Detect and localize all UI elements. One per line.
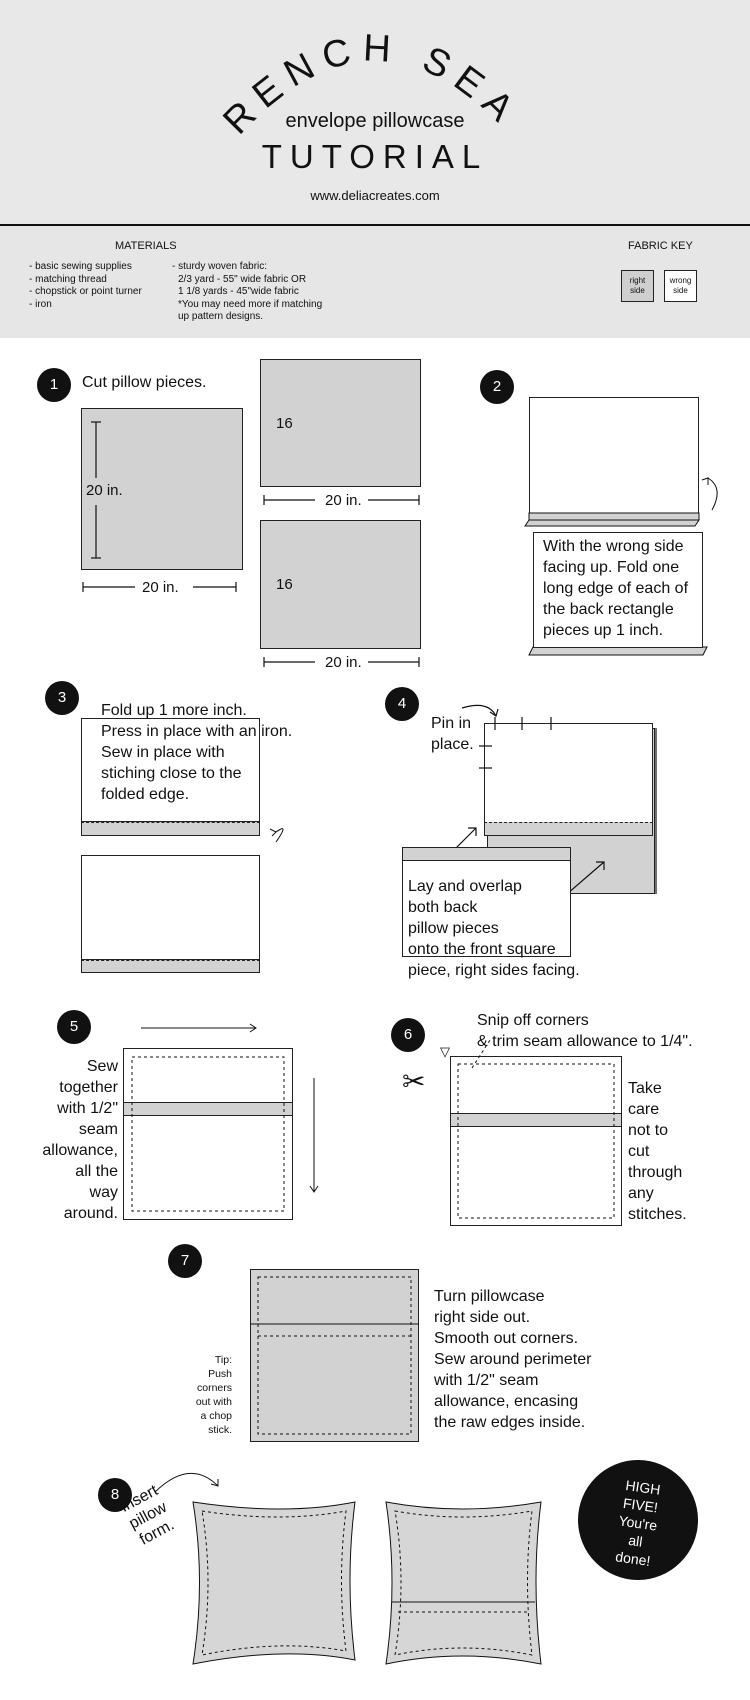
step1-text: Cut pillow pieces.	[82, 374, 207, 391]
step2-fold-strips	[524, 477, 718, 656]
title-main: TUTORIAL	[261, 138, 489, 175]
materials-heading: MATERIALS	[115, 240, 177, 252]
small1-height-label: 16	[276, 415, 293, 432]
step3-hem-bottom	[81, 960, 260, 973]
step7-stitching	[250, 1276, 419, 1435]
step2-text-box	[533, 532, 703, 648]
step5-pillow	[123, 1048, 293, 1220]
step7-tip: Tip: Push corners out with a chop stick.	[195, 1354, 232, 1436]
step1-badge: 1	[37, 368, 71, 402]
step6-badge: 6	[391, 1018, 425, 1052]
step2-badge: 2	[480, 370, 514, 404]
step8-badge: 8	[98, 1478, 132, 1512]
step4-badge: 4	[385, 687, 419, 721]
step6-stitching	[457, 1039, 615, 1219]
step3-rect-top	[81, 718, 260, 822]
step2-rect-top	[529, 397, 699, 520]
step6-side-text: Take care not to cut through any stitche…	[628, 1080, 687, 1223]
subtitle: envelope pillowcase	[285, 110, 465, 132]
step3-badge: 3	[45, 681, 79, 715]
step4-back-piece-bottom	[402, 860, 571, 957]
header-divider	[0, 224, 750, 226]
step6-top-text: Snip off corners & trim seam allowance t…	[477, 1012, 693, 1050]
snip-corner-icon: ▽	[440, 1044, 450, 1059]
front-square-piece	[81, 408, 243, 570]
title-arc: FRENCH SEAM	[0, 0, 518, 143]
header: FRENCH SEAM envelope pillowcase TUTORIAL…	[0, 0, 750, 224]
step7-text: Turn pillowcase right side out. Smooth o…	[434, 1288, 592, 1431]
high-five-badge: HIGH FIVE! You're all done!	[578, 1460, 698, 1580]
back-rect-piece-1	[260, 359, 421, 487]
fabric-key-heading: FABRIC KEY	[628, 240, 693, 252]
big-width-label: 20 in.	[142, 579, 179, 596]
scissors-icon: ✂	[402, 1066, 426, 1097]
materials-col1: - basic sewing supplies - matching threa…	[29, 261, 142, 310]
small2-height-label: 16	[276, 576, 293, 593]
step2-text: With the wrong side facing up. Fold one …	[543, 538, 689, 639]
materials-col2: - sturdy woven fabric: 2/3 yard - 55" wi…	[172, 261, 323, 322]
step3-arrow	[269, 828, 284, 843]
step5-overlap-strip	[123, 1102, 293, 1116]
step5-badge: 5	[57, 1010, 91, 1044]
step5-stitching	[131, 1023, 319, 1212]
small2-width-label: 20 in.	[325, 654, 362, 671]
small1-width-label: 20 in.	[325, 492, 362, 509]
step7-pillow	[250, 1269, 419, 1442]
step6-pillow	[450, 1056, 622, 1226]
materials-panel: MATERIALS - basic sewing supplies - matc…	[0, 226, 750, 338]
step3-text: Fold up 1 more inch. Press in place with…	[101, 702, 293, 803]
step6-overlap-strip	[450, 1113, 622, 1127]
big-height-label: 20 in.	[86, 482, 123, 499]
step4-top-hem	[484, 822, 653, 836]
website-link[interactable]: www.deliacreates.com	[310, 188, 440, 203]
back-rect-piece-2	[260, 520, 421, 649]
step3-rect-bottom	[81, 855, 260, 960]
step3-hem-top	[81, 822, 260, 836]
step4-text: Lay and overlap both back pillow pieces …	[408, 878, 580, 979]
step4-pin-text: Pin in place.	[431, 715, 474, 753]
step5-text: Sew together with 1/2" seam allowance, a…	[42, 1058, 118, 1222]
step7-badge: 7	[168, 1244, 202, 1278]
